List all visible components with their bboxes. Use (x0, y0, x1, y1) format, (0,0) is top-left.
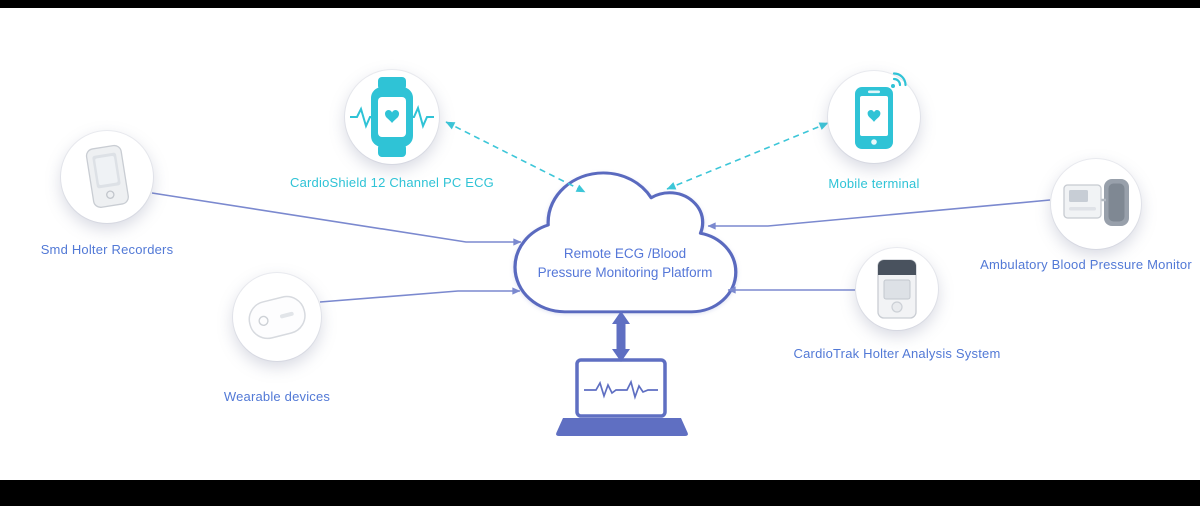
cloud-icon (513, 171, 738, 314)
connector-pc-ecg-to-cloud (445, 121, 586, 193)
smartwatch-ecg-icon (350, 77, 434, 157)
holter-analysis-node (856, 248, 938, 330)
platform-title-line2: Pressure Monitoring Platform (537, 265, 713, 280)
mobile-label: Mobile terminal (828, 176, 920, 191)
abpm-label: Ambulatory Blood Pressure Monitor (980, 257, 1192, 272)
mobile-phone-icon (855, 72, 907, 149)
sync-arrow-icon (612, 311, 630, 362)
holter-analysis-label: CardioTrak Holter Analysis System (793, 346, 1001, 361)
connector-wearable-to-cloud (319, 287, 521, 303)
holter-recorder-icon (85, 144, 129, 208)
connector-mobile-to-cloud (666, 122, 829, 190)
wearable-device-icon (248, 295, 306, 340)
wearable-label: Wearable devices (223, 389, 331, 404)
heart-icon (385, 110, 400, 124)
abpm-node (1051, 159, 1141, 249)
holter-analysis-icon (877, 259, 917, 319)
platform-title: Remote ECG /Blood Pressure Monitoring Pl… (525, 244, 725, 282)
letterbox-bottom (0, 480, 1200, 506)
connector-holter-recorder-to-cloud (151, 192, 522, 246)
letterbox-top (0, 0, 1200, 8)
wifi-signal-icon (892, 77, 902, 87)
bp-monitor-icon (1063, 179, 1129, 226)
pc-ecg-label: CardioShield 12 Channel PC ECG (290, 175, 494, 190)
laptop-ecg-icon (556, 358, 688, 436)
wearable-node (233, 273, 321, 361)
heart-icon (867, 110, 881, 122)
holter-recorder-node (61, 131, 153, 223)
platform-title-line1: Remote ECG /Blood (563, 246, 687, 261)
connector-abpm-to-cloud (707, 199, 1051, 230)
mobile-node (828, 71, 920, 163)
holter-recorder-label: Smd Holter Recorders (40, 242, 174, 257)
pc-ecg-node (345, 70, 439, 164)
